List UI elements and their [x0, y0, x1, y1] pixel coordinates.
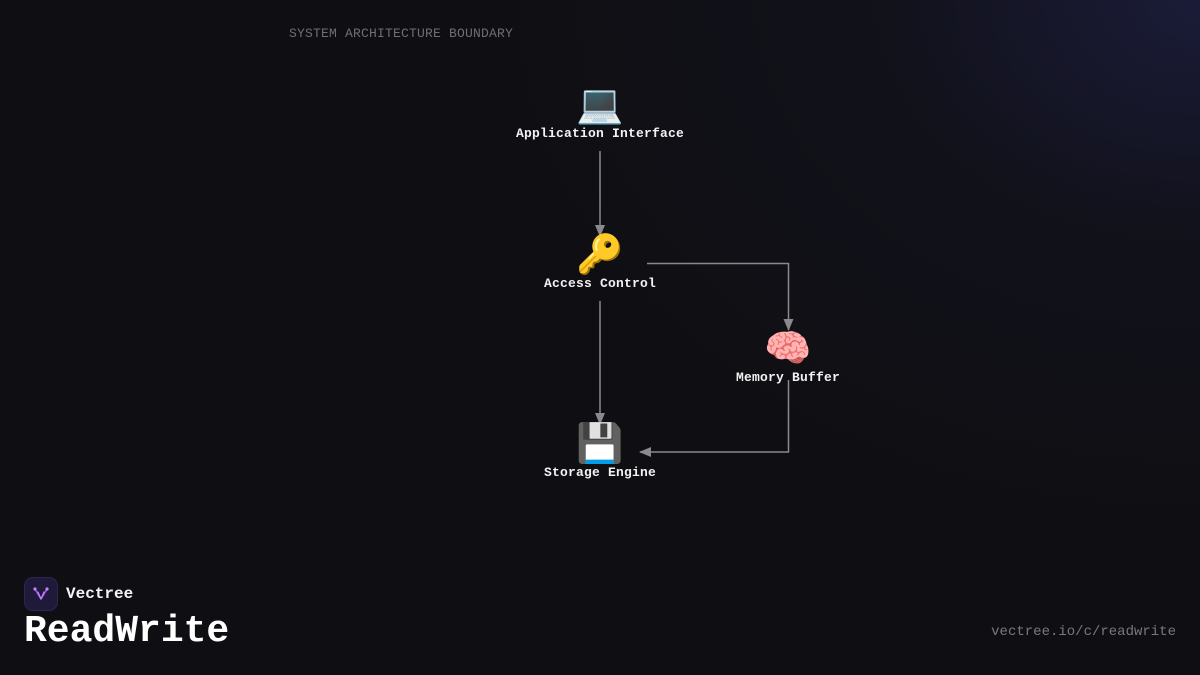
- node-label: Access Control: [543, 276, 657, 291]
- brain-icon: 🧠: [764, 326, 812, 370]
- node-label: Application Interface: [515, 126, 685, 141]
- floppy-disk-icon: 💾: [576, 421, 624, 465]
- brand-name: Vectree: [66, 585, 134, 603]
- source-url[interactable]: vectree.io/c/readwrite: [991, 624, 1176, 640]
- node-label: Memory Buffer: [735, 370, 841, 385]
- node-label: Storage Engine: [543, 465, 657, 480]
- vectree-logo-icon: [24, 577, 58, 611]
- brand[interactable]: Vectree: [24, 577, 133, 611]
- page-title: ReadWrite: [24, 610, 230, 653]
- node-storage-engine[interactable]: 💾 Storage Engine: [544, 421, 656, 480]
- laptop-icon: 💻: [576, 82, 624, 126]
- boundary-label: SYSTEM ARCHITECTURE BOUNDARY: [289, 26, 514, 41]
- node-access-control[interactable]: 🔑 Access Control: [544, 232, 656, 291]
- edge-memory-to-storage: [639, 380, 790, 457]
- edge-access-to-memory: [647, 262, 794, 331]
- node-memory-buffer[interactable]: 🧠 Memory Buffer: [736, 326, 840, 385]
- node-application-interface[interactable]: 💻 Application Interface: [516, 82, 684, 141]
- key-icon: 🔑: [576, 232, 624, 276]
